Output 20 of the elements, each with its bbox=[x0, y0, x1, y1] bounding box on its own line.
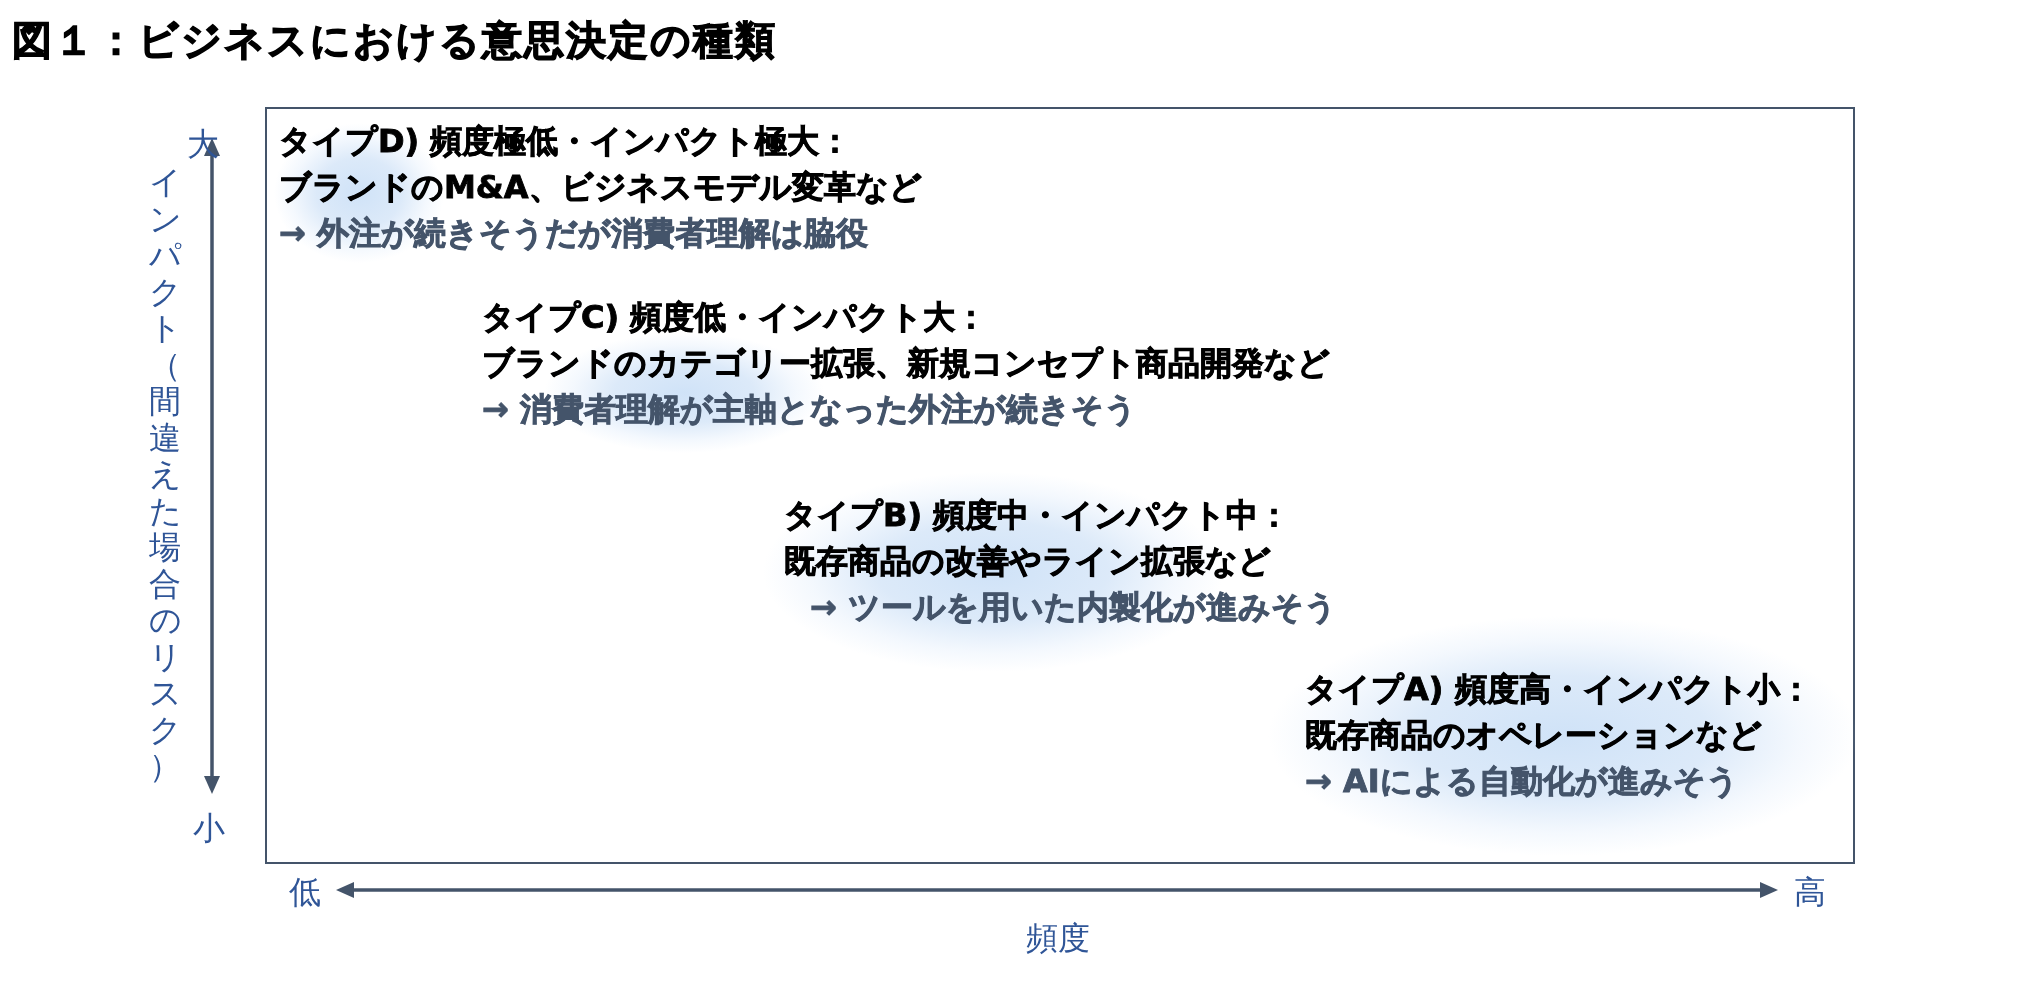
axis-title: インパクト（間違えた場合のリスク） bbox=[148, 163, 182, 785]
example-text: 既存商品の改善やライン拡張など bbox=[784, 541, 1271, 582]
outcome-text: → ツールを用いた内製化が進みそう bbox=[810, 587, 1337, 628]
axis-end-label: 低 bbox=[289, 874, 321, 910]
axis-title: 頻度 bbox=[1026, 920, 1090, 956]
axis-end-label: 大 bbox=[187, 126, 219, 162]
example-text: ブランドのカテゴリー拡張、新規コンセプト商品開発など bbox=[482, 343, 1330, 384]
outcome-text: → AIによる自動化が進みそう bbox=[1305, 761, 1739, 802]
type-heading: タイプA) 頻度高・インパクト小： bbox=[1305, 669, 1812, 710]
example-text: ブランドのM&A、ビジネスモデル変革など bbox=[279, 167, 922, 208]
type-heading: タイプC) 頻度低・インパクト大： bbox=[482, 297, 988, 338]
axis-end-label: 高 bbox=[1794, 874, 1826, 910]
outcome-text: → 消費者理解が主軸となった外注が続きそう bbox=[482, 389, 1137, 430]
example-text: 既存商品のオペレーションなど bbox=[1305, 715, 1762, 756]
plot-frame bbox=[265, 107, 1855, 864]
figure-title: 図１：ビジネスにおける意思決定の種類 bbox=[12, 16, 777, 64]
type-heading: タイプD) 頻度極低・インパクト極大： bbox=[279, 121, 852, 162]
type-heading: タイプB) 頻度中・インパクト中： bbox=[784, 495, 1291, 536]
outcome-text: → 外注が続きそうだが消費者理解は脇役 bbox=[279, 213, 868, 254]
axis-end-label: 小 bbox=[193, 810, 225, 846]
